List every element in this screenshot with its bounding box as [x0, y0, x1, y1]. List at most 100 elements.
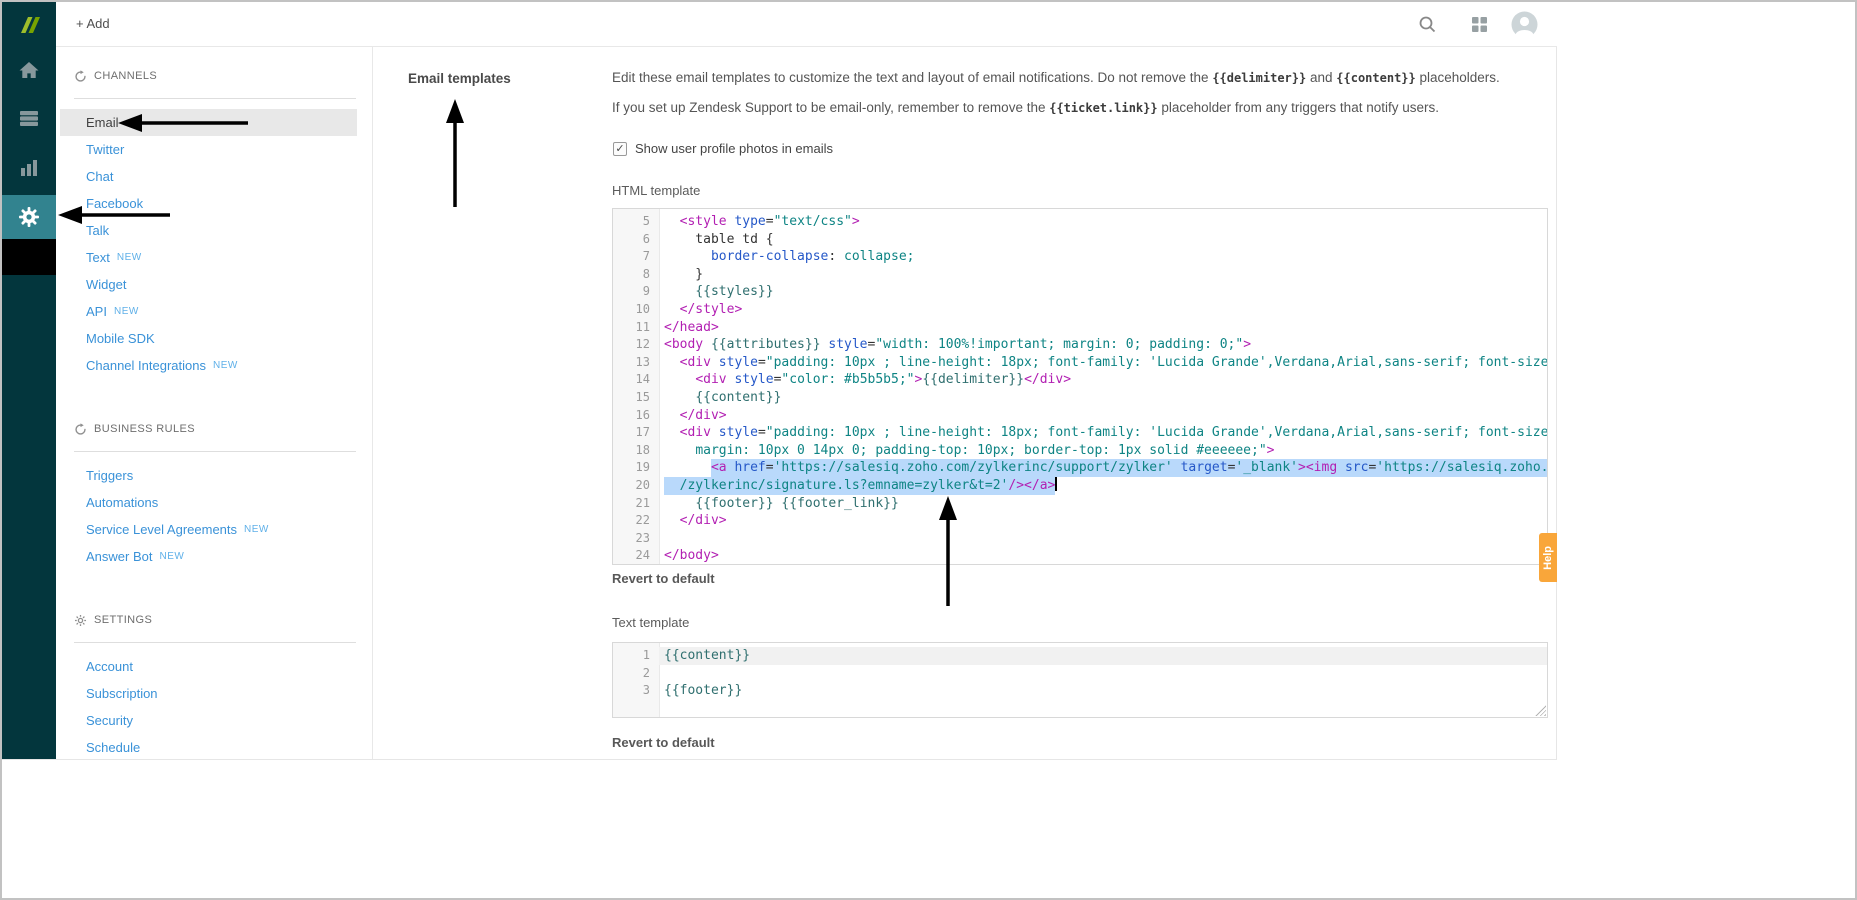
page-description: Edit these email templates to customize …	[612, 63, 1554, 123]
placeholder-token: {{delimiter}}	[1212, 71, 1307, 85]
sidebar-item-chat[interactable]: Chat	[60, 163, 357, 190]
description-text: placeholders.	[1415, 70, 1500, 85]
settings-gear-icon[interactable]	[2, 195, 56, 239]
avatar[interactable]	[1511, 11, 1538, 43]
top-bar: + Add	[56, 2, 1557, 47]
html-template-editor-lines: 5 <style type="text/css">6 table td {7 b…	[613, 209, 1547, 564]
placeholder-token: {{ticket.link}}	[1049, 101, 1158, 115]
sidebar-item-label: Text	[86, 250, 110, 265]
line-number: 21	[635, 495, 650, 510]
code-line: 12 <body {{attributes}} style="width: 100…	[613, 336, 1547, 354]
channels-icon	[74, 69, 87, 83]
home-icon[interactable]	[2, 57, 56, 83]
apps-grid-icon[interactable]	[1471, 16, 1488, 38]
new-badge: NEW	[116, 252, 142, 263]
sidebar-item-label: Schedule	[86, 740, 141, 755]
sidebar-item-schedule[interactable]: Schedule	[60, 734, 357, 759]
line-content: </div>	[679, 407, 727, 423]
line-number: 17	[635, 425, 650, 440]
sidebar-item-api[interactable]: API NEW	[60, 298, 357, 325]
business-rules-icon	[74, 422, 87, 436]
line-number: 1	[642, 648, 650, 662]
lists-icon[interactable]	[2, 105, 56, 131]
code-line: 21 {{footer}} {{footer_link}}	[613, 495, 1547, 513]
description-text: If you set up Zendesk Support to be emai…	[612, 100, 1050, 115]
line-number: 15	[635, 389, 650, 404]
sidebar-item-service-level-agreements[interactable]: Service Level Agreements NEW	[60, 516, 357, 543]
section-divider	[74, 98, 356, 99]
line-number: 6	[642, 231, 650, 246]
line-content: <body {{attributes}} style="width: 100%!…	[664, 337, 1252, 353]
section-divider	[74, 451, 356, 452]
line-content: </head>	[664, 319, 719, 335]
code-line: 3 {{footer}}	[613, 682, 1547, 700]
code-line: 22 </div>	[613, 512, 1547, 530]
profile-photos-row: Show user profile photos in emails	[613, 141, 833, 156]
reports-icon[interactable]	[2, 155, 56, 181]
sidebar-item-triggers[interactable]: Triggers	[60, 462, 357, 489]
new-badge: NEW	[113, 306, 139, 317]
line-number: 8	[642, 266, 650, 281]
sidebar-item-talk[interactable]: Talk	[60, 217, 357, 244]
page-title: Email templates	[408, 71, 511, 86]
sidebar-item-facebook[interactable]: Facebook	[60, 190, 357, 217]
sidebar-item-widget[interactable]: Widget	[60, 271, 357, 298]
add-button[interactable]: + Add	[76, 16, 110, 31]
sidebar-item-automations[interactable]: Automations	[60, 489, 357, 516]
sidebar-item-mobile-sdk[interactable]: Mobile SDK	[60, 325, 357, 352]
selection-highlight: <a href='https://salesiq.zoho.com/zylker…	[710, 459, 1547, 477]
sidebar-item-label: Facebook	[86, 196, 144, 211]
section-header-channels: CHANNELS	[56, 68, 372, 84]
line-number: 3	[642, 683, 650, 698]
sidebar-item-label: Widget	[86, 277, 127, 292]
resize-grip[interactable]	[1535, 705, 1546, 716]
line-number: 2	[642, 665, 650, 680]
sidebar-item-label: Answer Bot	[86, 549, 153, 564]
code-line: 24</body>	[613, 547, 1547, 564]
sidebar-item-label: Service Level Agreements	[86, 522, 238, 537]
revert-text-template-link[interactable]: Revert to default	[612, 735, 715, 750]
zendesk-logo[interactable]	[2, 10, 56, 40]
settings-icon	[74, 614, 87, 627]
html-template-label: HTML template	[612, 183, 701, 198]
html-template-editor[interactable]: 5 <style type="text/css">6 table td {7 b…	[612, 208, 1548, 565]
sidebar-item-label: Triggers	[86, 468, 134, 483]
sidebar-item-account[interactable]: Account	[60, 653, 357, 680]
description-text: Edit these email templates to customize …	[612, 70, 1213, 85]
text-template-label: Text template	[612, 615, 690, 630]
line-number: 7	[642, 249, 650, 264]
section-title: SETTINGS	[94, 614, 153, 626]
text-template-editor[interactable]: 1 {{content}} 2 3 {{footer}}	[612, 642, 1548, 718]
profile-photos-checkbox[interactable]	[613, 141, 627, 156]
section-title: BUSINESS RULES	[94, 423, 195, 435]
search-icon[interactable]	[1418, 15, 1436, 38]
sidebar-item-label: API	[86, 304, 107, 319]
sidebar-item-email[interactable]: Email	[60, 109, 357, 136]
sidebar-item-label: Email	[86, 115, 119, 130]
line-content: </style>	[679, 301, 743, 317]
code-line: 23	[613, 530, 1547, 548]
code-line: 15 {{content}}	[613, 389, 1547, 407]
sidebar-item-text[interactable]: Text NEW	[60, 244, 357, 271]
new-badge: NEW	[244, 524, 269, 535]
sidebar-item-security[interactable]: Security	[60, 707, 357, 734]
line-content: {{content}}	[659, 647, 1547, 665]
line-content: {{footer}}	[664, 683, 743, 699]
selection-highlight: /zylkerinc/signature.ls?emname=zylker&t=…	[664, 476, 1056, 495]
line-content: <a href='https://salesiq.zoho.com/zylker…	[659, 459, 1547, 477]
line-content: /zylkerinc/signature.ls?emname=zylker&t=…	[659, 476, 1547, 495]
line-number: 12	[635, 337, 650, 352]
section-title: CHANNELS	[94, 70, 158, 82]
line-content: }	[664, 266, 704, 282]
revert-html-template-link[interactable]: Revert to default	[612, 571, 715, 586]
sidebar-item-subscription[interactable]: Subscription	[60, 680, 357, 707]
section-divider	[74, 642, 356, 643]
line-number: 22	[635, 513, 650, 528]
help-tab[interactable]: Help	[1539, 533, 1557, 582]
sidebar-item-twitter[interactable]: Twitter	[60, 136, 357, 163]
